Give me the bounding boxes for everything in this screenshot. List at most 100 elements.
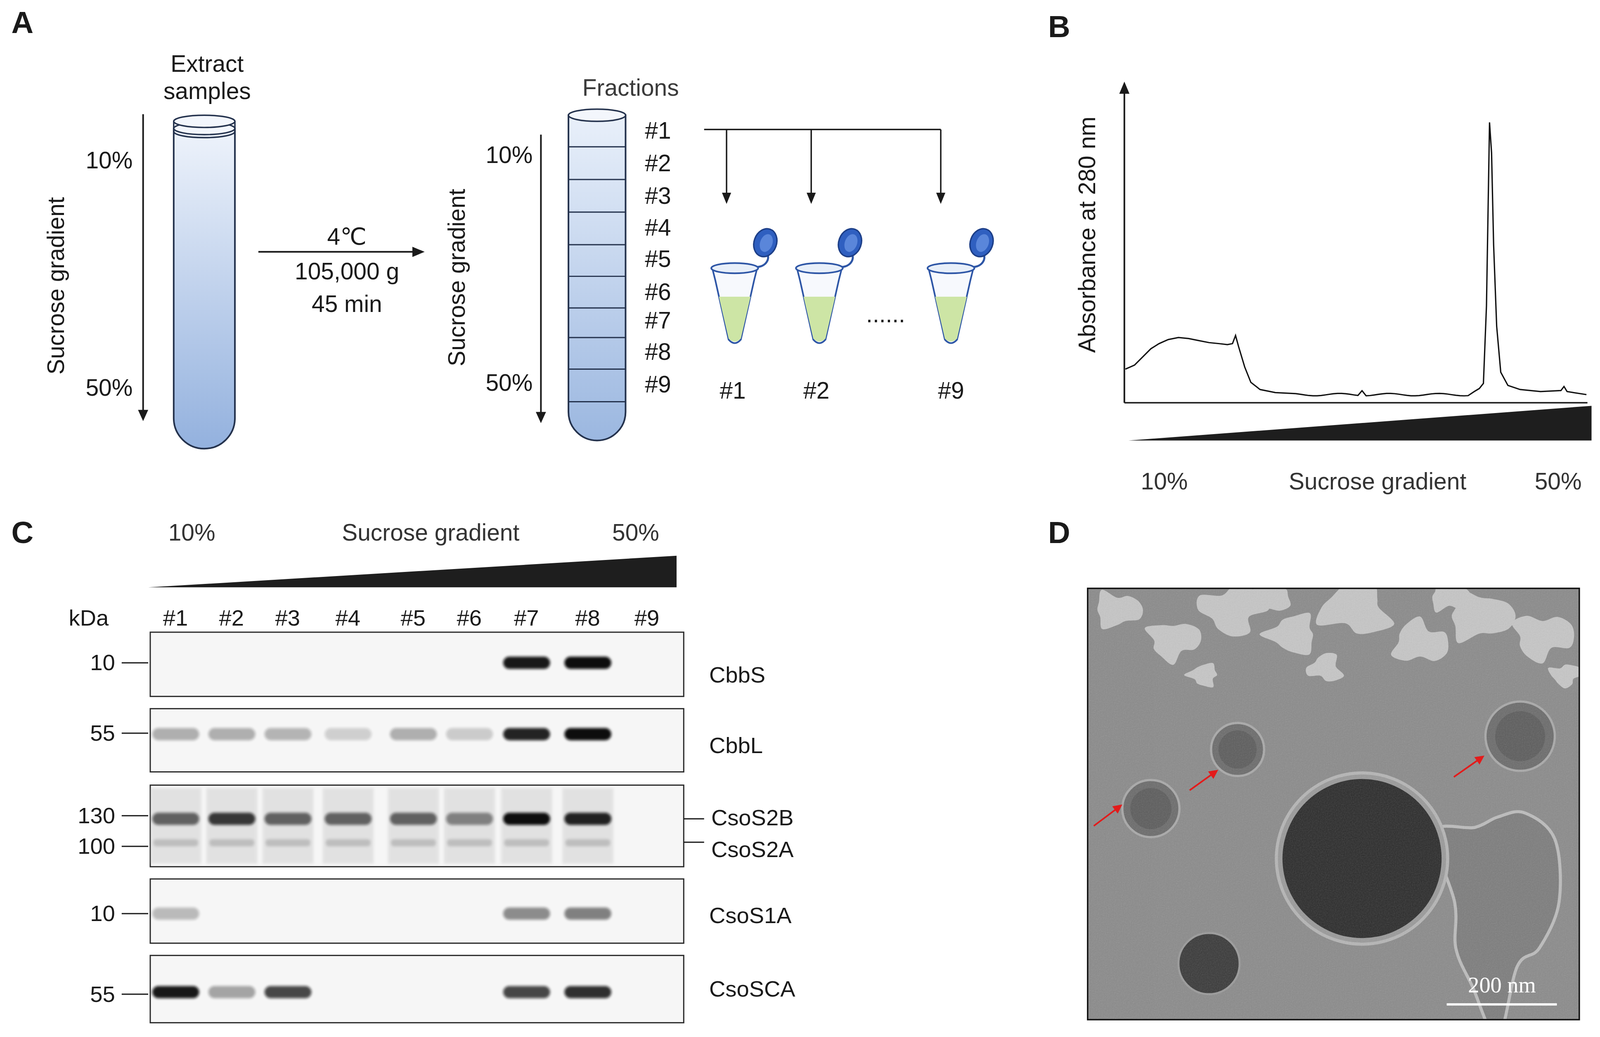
blot-band	[564, 728, 612, 741]
blot-strip	[121, 785, 685, 868]
blot-band	[565, 839, 611, 847]
microtube-lid-inner	[973, 232, 992, 254]
centrifuge-tube	[173, 115, 235, 449]
centrifuge-tube	[568, 108, 626, 441]
blot-membrane	[150, 785, 684, 868]
microtube	[927, 225, 997, 344]
fraction-number: #5	[644, 245, 671, 273]
blot-band	[564, 986, 612, 999]
fraction-divider	[568, 275, 626, 277]
microtube-rim	[711, 263, 759, 274]
gradient-label: 50%	[485, 369, 533, 397]
scale-label: 200 nm	[1467, 972, 1537, 999]
fraction-number: #7	[644, 307, 671, 334]
blot-smear	[150, 788, 202, 864]
blot-smear	[562, 788, 614, 864]
blot-band	[503, 656, 551, 670]
blot-membrane	[150, 632, 684, 697]
panel-c	[121, 556, 705, 1024]
fraction-number: #3	[644, 182, 671, 210]
blot-band	[265, 839, 311, 847]
tube-body	[568, 115, 626, 441]
blot-band	[264, 812, 312, 826]
tube-rim	[173, 115, 235, 128]
marker-size: 55	[89, 982, 116, 1009]
fraction-divider	[568, 178, 626, 180]
marker-tick	[121, 913, 149, 915]
gradient-wedge	[148, 556, 677, 588]
microtube-lid-inner	[842, 232, 860, 254]
blot-band	[564, 812, 612, 826]
axis-label: Sucrose gradient	[1288, 468, 1467, 495]
scale-bar	[1446, 1003, 1558, 1006]
gradient-label: 50%	[1534, 468, 1582, 495]
blot-band	[208, 812, 256, 826]
band-tick	[683, 842, 704, 844]
blot-strip	[121, 955, 685, 1023]
arrow-line	[725, 129, 727, 196]
lane-number: #9	[634, 605, 660, 632]
blot-band	[390, 728, 438, 741]
lane-number: #4	[335, 605, 361, 632]
protein-name: CsoS2A	[711, 837, 794, 864]
tube-body	[173, 128, 235, 449]
microtube-liquid	[934, 296, 967, 342]
em-ground	[1087, 588, 1580, 1021]
microtube-lid-inner	[757, 232, 776, 254]
fraction-heading: Fractions	[582, 74, 680, 102]
marker-size: 55	[89, 720, 116, 747]
panel-letter: A	[11, 4, 34, 41]
arrow-line	[1453, 759, 1479, 778]
panel-a	[137, 108, 997, 449]
arrow-line	[1093, 809, 1117, 827]
blot-band	[504, 839, 550, 847]
em-noise	[1087, 588, 1580, 1021]
microtube	[795, 225, 866, 344]
blot-band	[564, 907, 612, 921]
fraction-number: #8	[644, 338, 671, 366]
blot-band	[447, 839, 493, 847]
axis-label: Sucrose gradient	[443, 189, 471, 367]
arrow-head	[535, 411, 547, 424]
x-axis	[1124, 402, 1588, 404]
microtube-liquid	[719, 296, 751, 342]
arrow-line	[1123, 91, 1126, 403]
absorbance-trace	[1125, 122, 1587, 397]
panel-letter: C	[11, 515, 34, 551]
marker-tick	[121, 732, 149, 734]
tube-number: #2	[803, 377, 830, 405]
arrow-line	[539, 134, 542, 415]
lane-number: #5	[400, 605, 427, 632]
marker-tick	[121, 815, 149, 817]
panel-d	[1087, 575, 1583, 1037]
gradient-wedge	[1128, 405, 1592, 441]
arrow-head	[1119, 81, 1130, 95]
blot-band	[446, 728, 494, 741]
ellipsis-mark: ......	[866, 300, 906, 328]
em-image	[1087, 588, 1580, 1021]
blot-smear	[501, 788, 553, 864]
microtube-rim	[927, 263, 975, 274]
fraction-divider	[568, 401, 626, 403]
tube-number: #1	[719, 377, 746, 405]
blot-band	[390, 812, 438, 826]
blot-band	[503, 907, 551, 921]
arrow-line	[258, 250, 415, 253]
protein-name: CbbL	[709, 733, 763, 760]
arrow-head	[1112, 804, 1122, 815]
protein-name: CsoS2B	[711, 805, 794, 832]
blot-band	[208, 728, 256, 741]
band-tick	[683, 818, 704, 820]
fraction-divider	[568, 307, 626, 309]
centrifuge-condition: 4℃	[327, 223, 367, 251]
arrow-head	[806, 192, 816, 204]
gradient-label: 10%	[485, 141, 533, 169]
blot-smear	[262, 788, 314, 864]
gradient-label: 10%	[85, 146, 133, 174]
fraction-divider	[568, 244, 626, 246]
panel-letter: B	[1048, 9, 1071, 45]
microtube-rim	[795, 263, 843, 274]
arrow-line	[810, 129, 812, 196]
arrow-line	[142, 114, 145, 413]
blot-band	[152, 986, 200, 999]
